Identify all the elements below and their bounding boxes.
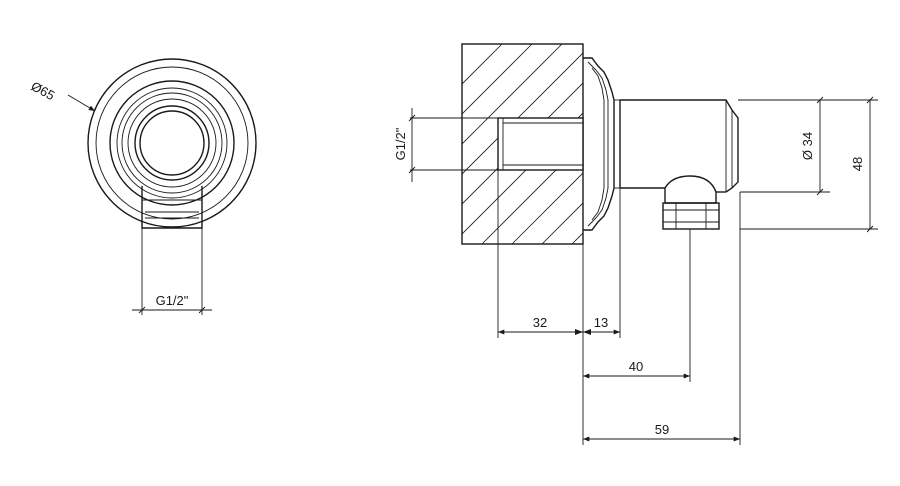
front-diameter-label: Ø65 — [29, 78, 58, 103]
tick — [138, 306, 146, 314]
rosette-profile — [583, 57, 615, 231]
front-thread-label: G1/2" — [156, 293, 189, 308]
tick — [198, 306, 206, 314]
outer-flange-circle — [87, 58, 257, 228]
outlet-bore-outer — [134, 105, 210, 181]
side-thread-label: G1/2" — [393, 127, 408, 160]
tick — [866, 225, 874, 233]
hose-connector-nut — [662, 202, 720, 230]
dim-40-label: 40 — [629, 359, 643, 374]
rosette-ring — [109, 80, 235, 206]
dim-13-label: 13 — [594, 315, 608, 330]
front-connector — [141, 186, 203, 229]
dim-59-label: 59 — [655, 422, 669, 437]
rosette-inner-ring — [116, 87, 228, 199]
hose-connector-elbow — [664, 175, 717, 204]
outlet-body — [620, 99, 739, 193]
tick — [816, 188, 824, 196]
tick — [866, 96, 874, 104]
tick — [816, 96, 824, 104]
tick — [408, 166, 416, 174]
arrowhead — [583, 329, 591, 335]
thread-cutout — [498, 118, 583, 170]
tick — [408, 114, 416, 122]
arrowhead — [575, 329, 583, 335]
outlet-bore — [139, 110, 205, 176]
knurled-ring-inner — [127, 98, 217, 188]
wall-thread-insert — [497, 117, 584, 171]
front-view: Ø65 G1/2" — [29, 58, 257, 315]
diameter-leader — [67, 94, 96, 112]
flange-ring — [95, 66, 249, 220]
side-view: G1/2" Ø 34 48 32 13 40 59 — [393, 43, 878, 445]
rosette-inner-profile — [587, 61, 609, 227]
height-48-label: 48 — [850, 157, 865, 171]
dim-32-label: 32 — [533, 315, 547, 330]
rosette-edge — [591, 67, 605, 221]
knurled-ring-outer — [121, 92, 223, 194]
diameter-34-label: Ø 34 — [800, 132, 815, 160]
